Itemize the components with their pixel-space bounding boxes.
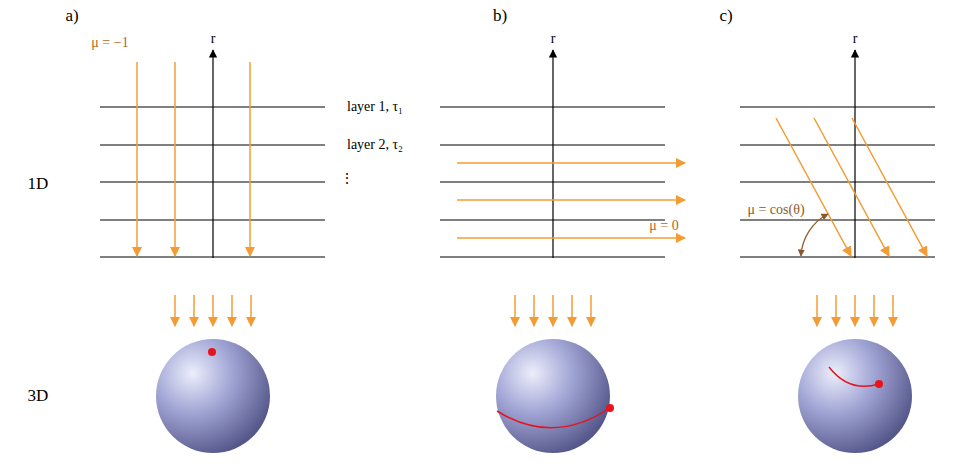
axis-label: r (551, 31, 556, 46)
planet-sphere (798, 339, 912, 453)
observer-dot (606, 404, 614, 412)
row-label: 1D (28, 175, 49, 194)
r-axis (552, 50, 553, 258)
row-label: 3D (28, 387, 49, 406)
panel-label: c) (719, 7, 732, 26)
angle-arc (801, 214, 828, 256)
rays-b (457, 163, 685, 238)
r-axis (212, 50, 213, 258)
panel-label: b) (493, 7, 507, 26)
layer-label: layer 2, τ₂ (347, 137, 403, 152)
panel-label: a) (65, 7, 78, 26)
path-curve (829, 367, 879, 386)
path-curve (497, 408, 610, 428)
planet-sphere (496, 339, 610, 453)
observer-dot (208, 348, 216, 356)
mu-label: μ = 0 (649, 218, 678, 233)
layer-label: layer 1, τ₁ (347, 99, 403, 114)
rays-c (776, 118, 927, 256)
observer-dot (875, 380, 883, 388)
planet-sphere (156, 339, 270, 453)
r-axis (854, 50, 855, 258)
axis-label: r (853, 31, 858, 46)
rays-a (137, 62, 250, 256)
axis-label: r (211, 31, 216, 46)
mu-label: μ = −1 (91, 35, 128, 50)
mu-label: μ = cos(θ) (745, 202, 806, 217)
ellipsis: ⋮ (340, 171, 354, 186)
incoming-rays (175, 295, 893, 326)
layers-c (740, 107, 935, 257)
